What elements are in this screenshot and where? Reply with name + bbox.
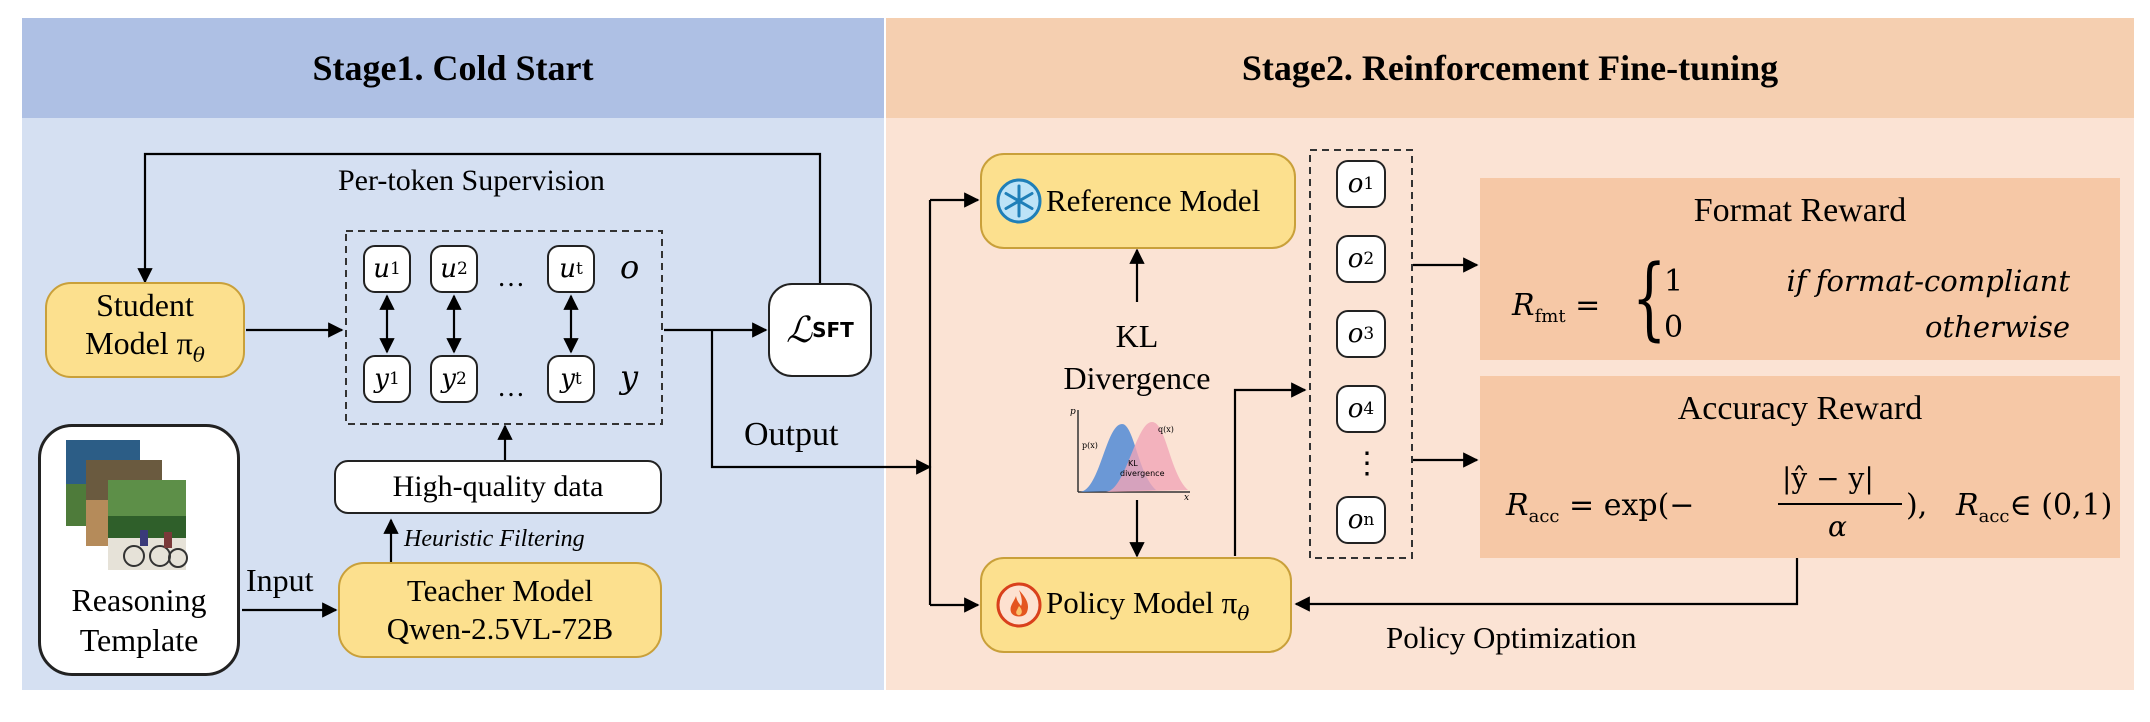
input-label: Input: [246, 562, 314, 598]
token-u-ellipsis: …: [497, 262, 525, 293]
format-case2-condition: otherwise: [1925, 310, 2070, 344]
kl-divergence-label: KL Divergence: [1063, 318, 1211, 396]
heuristic-filtering-label: Heuristic Filtering: [404, 526, 585, 552]
student-model-box: Student Model πθ: [45, 282, 245, 378]
format-reward-box: [1480, 178, 2120, 360]
accuracy-reward-box: [1480, 376, 2120, 558]
output-label: Output: [744, 416, 839, 453]
stage2-title: Stage2. Reinforcement Fine-tuning: [1241, 48, 1779, 88]
kl-plot-center-label2: divergence: [1120, 469, 1165, 478]
outputs-vdots: ⋮: [1352, 447, 1382, 480]
format-reward-brace: {: [1632, 246, 1667, 351]
policy-model-label: Policy Model πθ: [1046, 584, 1250, 626]
format-reward-lhs: Rfmt =: [1512, 288, 1601, 327]
teacher-model-line1: Teacher Model: [406, 573, 594, 608]
accuracy-fraction-numerator: |ŷ − y|: [1782, 462, 1874, 495]
kl-plot-center-label1: KL: [1128, 459, 1138, 468]
format-case1-condition: if format-compliant: [1786, 264, 2070, 298]
reasoning-template-label: Reasoning Template: [71, 582, 207, 658]
format-reward-title: Format Reward: [1693, 192, 1907, 229]
per-token-supervision-label: Per-token Supervision: [338, 164, 605, 197]
format-case1-value: 1: [1664, 264, 1684, 299]
accuracy-range: Racc∈ (0,1): [1956, 488, 2113, 527]
fire-icon: [996, 582, 1042, 628]
policy-optimization-label: Policy Optimization: [1386, 620, 1637, 655]
teacher-model-box: Teacher Model Qwen-2.5VL-72B: [338, 562, 662, 658]
reference-model-box: Reference Model: [980, 153, 1296, 249]
policy-model-box: Policy Model πθ: [980, 557, 1292, 653]
accuracy-formula-close: ),: [1906, 488, 1928, 523]
kl-plot-p-label: p(x): [1082, 441, 1098, 450]
row-label-o: o: [620, 248, 640, 286]
row-label-y: y: [620, 358, 639, 396]
snowflake-icon: [996, 178, 1042, 224]
stage2-header-bg: [886, 18, 2134, 118]
kl-divergence-plot: p x p(x) q(x) KL divergence: [1070, 407, 1190, 500]
reference-model-label: Reference Model: [1046, 183, 1261, 218]
student-model-line2: Model πθ: [85, 325, 205, 367]
stage1-header-bg: [22, 18, 884, 118]
student-model-line1: Student: [96, 287, 194, 324]
kl-plot-y-axis: p: [1070, 407, 1076, 417]
kl-plot-x-axis: x: [1184, 493, 1189, 500]
teacher-model-line2: Qwen-2.5VL-72B: [386, 611, 614, 646]
accuracy-reward-formula: Racc = exp(−: [1506, 488, 1695, 527]
kl-plot-q-label: q(x): [1158, 425, 1174, 434]
accuracy-reward-title: Accuracy Reward: [1677, 390, 1923, 427]
format-case2-value: 0: [1664, 310, 1684, 345]
stage1-title: Stage1. Cold Start: [312, 48, 594, 88]
accuracy-fraction-bar: [1778, 503, 1902, 505]
token-y-ellipsis: …: [497, 372, 525, 403]
image-stack-icon: [66, 440, 188, 570]
accuracy-fraction-denominator: α: [1828, 510, 1847, 543]
high-quality-data-box: High-quality data: [334, 460, 662, 514]
